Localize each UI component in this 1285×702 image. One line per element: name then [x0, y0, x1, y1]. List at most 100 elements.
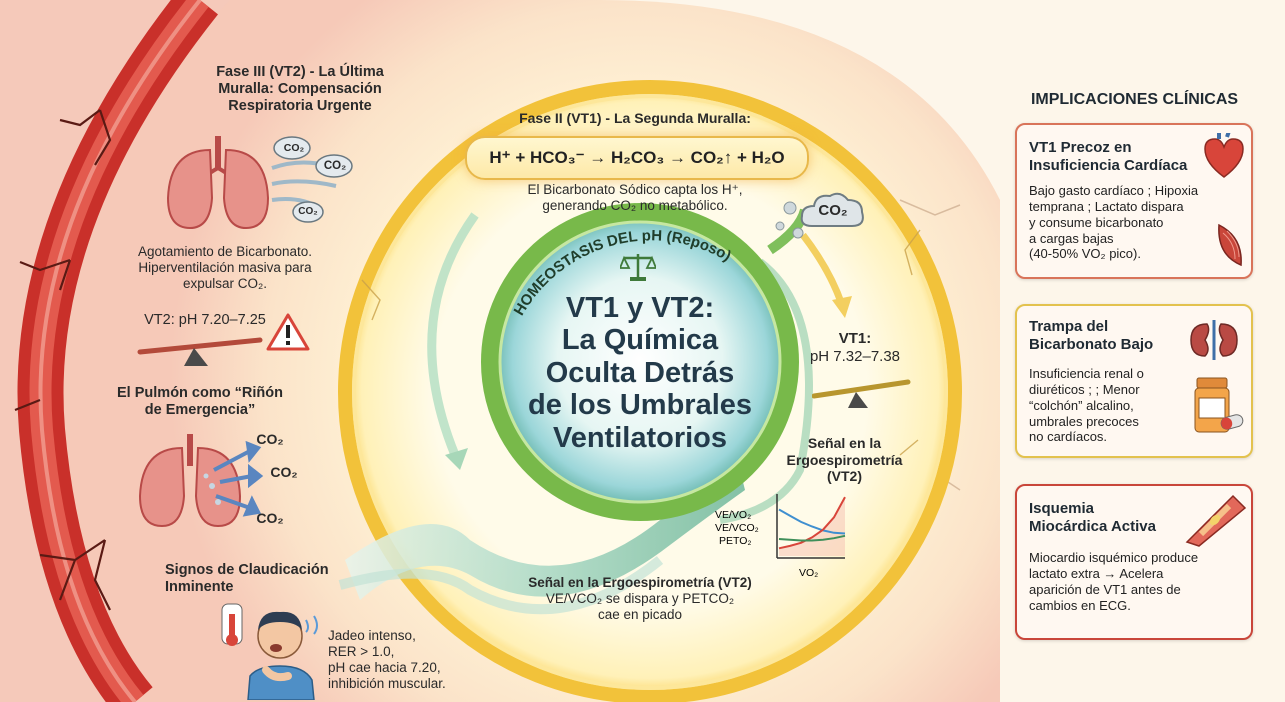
- card-body: Insuficiencia renal o diuréticos ; ; Men…: [1029, 366, 1199, 445]
- vt1-title: VT1:: [838, 330, 872, 347]
- equation-text: H⁺ + HCO₃⁻ → H₂CO₃ → CO₂↑ + H₂O: [489, 148, 785, 167]
- co2-label: CO₂: [323, 160, 347, 172]
- title-line: La Química: [561, 324, 719, 357]
- warning-icon: [266, 313, 310, 351]
- phase3-desc-line: Agotamiento de Bicarbonato.: [137, 244, 313, 259]
- ring-label: HOMEOSTASIS DEL pH (Reposo): [511, 227, 734, 318]
- blocked-artery-icon: [1185, 494, 1247, 547]
- series-label: VE/VO₂: [715, 509, 751, 521]
- ergo-right-title: Señal en la Ergoespirometría (VT2): [772, 435, 917, 485]
- card-title-line: Miocárdica Activa: [1029, 518, 1156, 535]
- card-title-line: VT1 Precoz en: [1029, 139, 1132, 156]
- lung-kidney-title: El Pulmón como “Riñón de Emergencia”: [100, 385, 300, 419]
- clinical-card-bicarbonate-trap: Trampa del Bicarbonato Bajo Insuficienci…: [1015, 304, 1253, 458]
- center-title: VT1 y VT2: La Química Oculta Detrás de l…: [510, 292, 770, 454]
- vt2-seesaw-icon: [137, 337, 263, 366]
- signs-line: RER > 1.0,: [328, 643, 395, 659]
- medication-bottle-icon: [1194, 377, 1244, 433]
- co2-label: CO₂: [270, 464, 298, 480]
- vt1-ph: pH 7.32–7.38: [809, 347, 901, 365]
- series-label: PETO₂: [719, 535, 751, 547]
- card-title-line: Insuficiencia Cardíaca: [1029, 157, 1188, 174]
- signs-list: Jadeo intenso, RER > 1.0, pH cae hacia 7…: [328, 628, 498, 692]
- lungs-co2-icon: [138, 434, 264, 528]
- exhausted-person-icon: [221, 603, 318, 700]
- phase3-title-line: Fase III (VT2) - La Última: [216, 64, 384, 80]
- clinical-card-ischemia: Isquemia Miocárdica Activa Miocardio isq…: [1015, 484, 1253, 640]
- ergo-bottom: Señal en la Ergoespirometría (VT2) VE/VC…: [490, 575, 790, 623]
- card-body-line: (40-50% VO₂ pico).: [1029, 246, 1141, 262]
- card-body-line: y consume bicarbonato: [1029, 214, 1164, 230]
- vt1-seesaw-icon: [812, 379, 911, 408]
- card-body-line: lactato extra → Acelera: [1029, 565, 1164, 581]
- card-body-line: a cargas bajas: [1029, 230, 1114, 246]
- ergo-bottom-line: cae en picado: [597, 606, 683, 622]
- title-line: Oculta Detrás: [545, 356, 735, 389]
- vt2-ph-label: VT2: pH 7.20–7.25: [144, 312, 266, 328]
- card-title-line: Trampa del: [1029, 318, 1109, 335]
- heart-icon: [1204, 133, 1244, 178]
- series-line: [778, 508, 846, 535]
- co2-cloud-label: CO₂: [818, 202, 848, 219]
- title-line: VT1 y VT2:: [565, 292, 715, 324]
- co2-label: CO₂: [256, 510, 284, 526]
- lung-kidney-title-line: El Pulmón como “Riñón: [117, 385, 283, 401]
- card-title-line: Isquemia: [1029, 500, 1095, 517]
- muscle-icon: [1218, 223, 1242, 267]
- card-body-line: aparición de VT1 antes de: [1029, 581, 1181, 597]
- co2-label: CO₂: [298, 206, 318, 217]
- wall-cracks: [14, 109, 112, 611]
- title-line: Ventilatorios: [552, 421, 728, 454]
- lungs-exhale-icon: [166, 136, 353, 230]
- phase2-title: Fase II (VT1) - La Segunda Muralla:: [519, 110, 751, 126]
- phase3-desc-line: expulsar CO₂.: [182, 275, 268, 291]
- series-line: [778, 496, 846, 550]
- ergo-bottom-title: Señal en la Ergoespirometría (VT2): [528, 575, 752, 590]
- signs-line: inhibición muscular.: [328, 675, 446, 691]
- card-title: VT1 Precoz en Insuficiencia Cardíaca: [1029, 139, 1219, 175]
- signs-title-line: Inminente: [165, 579, 234, 596]
- title-line: de los Umbrales: [527, 389, 753, 422]
- phase2-description: El Bicarbonato Sódico capta los H⁺, gene…: [490, 182, 780, 214]
- series-line: [778, 534, 846, 542]
- phase3-desc-line: Hiperventilación masiva para: [138, 259, 312, 275]
- card-body-line: “colchón” alcalino,: [1029, 397, 1134, 413]
- card-body-line: no cardíacos.: [1029, 429, 1108, 445]
- cloud-shape: [800, 192, 864, 227]
- lung-kidney-title-line: de Emergencia”: [144, 402, 256, 419]
- phase3-title-line: Muralla: Compensación: [218, 81, 382, 98]
- kidneys-icon: [1190, 320, 1238, 360]
- card-body-line: Insuficiencia renal o: [1029, 366, 1144, 381]
- clinical-header: IMPLICACIONES CLÍNICAS: [1030, 91, 1239, 108]
- signs-title-line: Signos de Claudicación: [165, 562, 329, 578]
- series-label: VE/VCO₂: [715, 522, 759, 534]
- co2-label: CO₂: [283, 142, 305, 154]
- desc-line: generando CO₂ no metabólico.: [542, 197, 728, 213]
- signs-line: pH cae hacia 7.20,: [328, 659, 441, 675]
- phase3-title: Fase III (VT2) - La Última Muralla: Comp…: [180, 64, 420, 115]
- clinical-card-heart-failure: VT1 Precoz en Insuficiencia Cardíaca Baj…: [1015, 123, 1253, 279]
- phase3-title-line: Respiratoria Urgente: [228, 98, 372, 115]
- vt1-label: VT1: pH 7.32–7.38: [800, 330, 910, 365]
- card-body-line: cambios en ECG.: [1029, 597, 1131, 613]
- card-body-line: temprana ; Lactato dispara: [1029, 198, 1184, 214]
- card-body-line: umbrales precoces: [1029, 413, 1139, 429]
- buffer-equation: H⁺ + HCO₃⁻ → H₂CO₃ → CO₂↑ + H₂O: [465, 136, 809, 180]
- card-body-line: Bajo gasto cardíaco ; Hipoxia: [1029, 183, 1199, 198]
- x-axis-label: VO₂: [799, 567, 818, 579]
- co2-label: CO₂: [256, 431, 284, 447]
- ergo-title-line: Ergoespirometría: [786, 451, 903, 468]
- co2-cloud-icon: CO₂: [800, 190, 866, 232]
- series-area: [779, 497, 845, 556]
- ergo-chart: VE/VO₂ VE/VCO₂ PETO₂ VO₂: [715, 494, 846, 579]
- scale-balance-icon: [620, 254, 656, 281]
- ergo-title-line: (VT2): [827, 468, 862, 485]
- signs-title: Signos de Claudicación Inminente: [165, 562, 365, 596]
- signs-line: Jadeo intenso,: [328, 628, 416, 643]
- card-body-line: diuréticos ; ; Menor: [1029, 381, 1140, 397]
- card-title: Isquemia Miocárdica Activa: [1029, 500, 1199, 536]
- desc-line: El Bicarbonato Sódico capta los H⁺,: [527, 182, 743, 197]
- card-body-line: Miocardio isquémico produce: [1029, 550, 1199, 565]
- card-body: Miocardio isquémico produce lactato extr…: [1029, 550, 1247, 613]
- card-title-line: Bicarbonato Bajo: [1029, 336, 1154, 353]
